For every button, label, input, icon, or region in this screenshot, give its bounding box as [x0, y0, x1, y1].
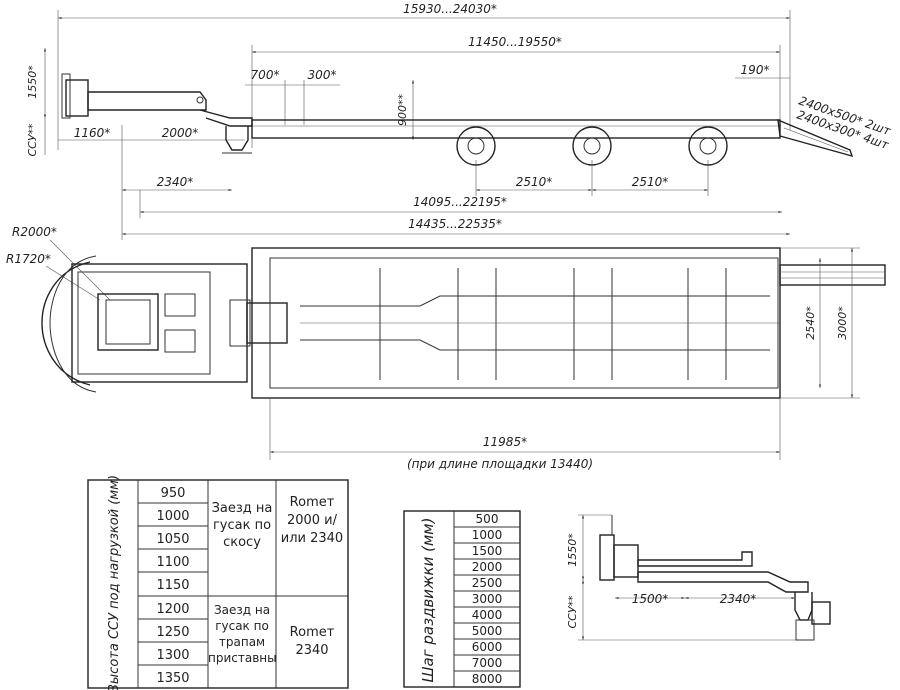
detail-dim-ssu: ССУ** — [566, 595, 579, 629]
dim-14435: 14435...22535* — [408, 217, 502, 231]
dim-2000: 2000* — [162, 126, 199, 140]
ssu-table: Высота ССУ под нагрузкой (мм) 950 1000 1… — [87, 475, 349, 690]
detail-dim-2340: 2340* — [720, 592, 757, 606]
side-view: 15930...24030* 11450...19550* 700* 300* … — [26, 2, 893, 240]
detail-dim-1500: 1500* — [632, 592, 669, 606]
dim-axle-1: 2510* — [516, 175, 553, 189]
ssu-height-cell: 1250 — [156, 625, 189, 640]
wheel-1 — [456, 126, 496, 166]
ramp-top — [779, 264, 886, 286]
dim-r2000: R2000* — [12, 225, 57, 239]
dim-overall: 15930...24030* — [403, 2, 497, 16]
dim-2540: 2540* — [804, 306, 817, 340]
step-cell: 8000 — [472, 672, 503, 686]
gooseneck-arm — [87, 91, 207, 111]
ssu-group1-access: Заезд на гусак по скосу — [211, 501, 273, 550]
step-table: Шаг раздвижки (мм) 500 1000 1500 2000 25… — [403, 510, 521, 688]
ssu-height-cell: 1050 — [156, 532, 189, 547]
step-cell: 2500 — [472, 576, 503, 590]
step-cell: 3000 — [472, 592, 503, 606]
dim-ssu: ССУ** — [26, 123, 39, 157]
platform — [251, 119, 781, 139]
dim-2340: 2340* — [157, 175, 194, 189]
dim-r1720: R1720* — [6, 252, 51, 266]
ssu-height-cell: 1350 — [156, 671, 189, 686]
ssu-table-header: Высота ССУ под нагрузкой (мм) — [107, 475, 122, 690]
ssu-group2-access: Заезд на гусак по трапам приставным — [208, 603, 276, 665]
dim-190: 190* — [741, 63, 770, 77]
ssu-height-cell: 1150 — [156, 578, 189, 593]
dim-1550: 1550* — [26, 65, 39, 99]
step-table-header: Шаг раздвижки (мм) — [419, 518, 437, 683]
ssu-height-cell: 950 — [161, 486, 186, 501]
top-view: R2000* R1720* — [6, 225, 886, 471]
step-cell: 500 — [476, 512, 499, 526]
detail-dim-1550: 1550* — [566, 533, 579, 567]
dim-3000: 3000* — [836, 306, 849, 340]
step-cell: 1500 — [472, 544, 503, 558]
ramps — [777, 118, 854, 158]
ssu-group2-ramp: Romeт 2340 — [289, 625, 335, 658]
dim-700: 700* — [251, 68, 280, 82]
step-cell: 1000 — [472, 528, 503, 542]
detail-view: 1550* ССУ** 1500* 2340* — [566, 514, 831, 641]
dim-11985: 11985* — [483, 435, 527, 449]
ssu-height-cell: 1300 — [156, 648, 189, 663]
wheel-3 — [688, 126, 728, 166]
dim-300: 300* — [308, 68, 337, 82]
ssu-height-cell: 1100 — [156, 555, 189, 570]
ssu-height-cell: 1000 — [156, 509, 189, 524]
step-cell: 2000 — [472, 560, 503, 574]
dim-14095: 14095...22195* — [413, 195, 507, 209]
ssu-group1-ramp: Romeт 2000 и/или 2340 — [280, 495, 344, 546]
dim-platform: 11450...19550* — [468, 35, 562, 49]
step-cell: 6000 — [472, 640, 503, 654]
ssu-height-cell: 1200 — [156, 602, 189, 617]
note-platform-length: (при длине площадки 13440) — [407, 457, 593, 471]
step-cell: 5000 — [472, 624, 503, 638]
step-cell: 4000 — [472, 608, 503, 622]
gooseneck-front — [65, 79, 89, 117]
wheel-2 — [572, 126, 612, 166]
dim-1160: 1160* — [74, 126, 111, 140]
step-cell: 7000 — [472, 656, 503, 670]
dim-900: 900** — [396, 94, 409, 126]
dim-axle-2: 2510* — [632, 175, 669, 189]
gooseneck-arc — [41, 261, 91, 386]
gooseneck-leg — [225, 126, 249, 151]
